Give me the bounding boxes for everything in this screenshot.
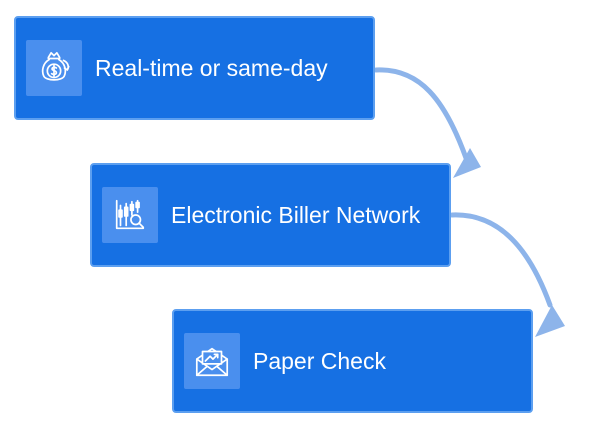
step-paper-check: Paper Check <box>172 309 533 413</box>
envelope-arrow-icon <box>184 333 240 389</box>
connector-arrow-1 <box>373 67 469 161</box>
money-bag-icon <box>26 40 82 96</box>
connector-arrow-2 <box>449 212 553 308</box>
connector-arrowhead-1 <box>453 148 481 178</box>
step-label: Real-time or same-day <box>95 54 328 81</box>
step-label: Paper Check <box>253 347 386 374</box>
step-electronic-biller: Electronic Biller Network <box>90 163 451 267</box>
step-label: Electronic Biller Network <box>171 201 421 228</box>
chart-search-icon <box>102 187 158 243</box>
step-real-time: Real-time or same-day <box>14 16 375 120</box>
connector-arrowhead-2 <box>535 305 565 337</box>
